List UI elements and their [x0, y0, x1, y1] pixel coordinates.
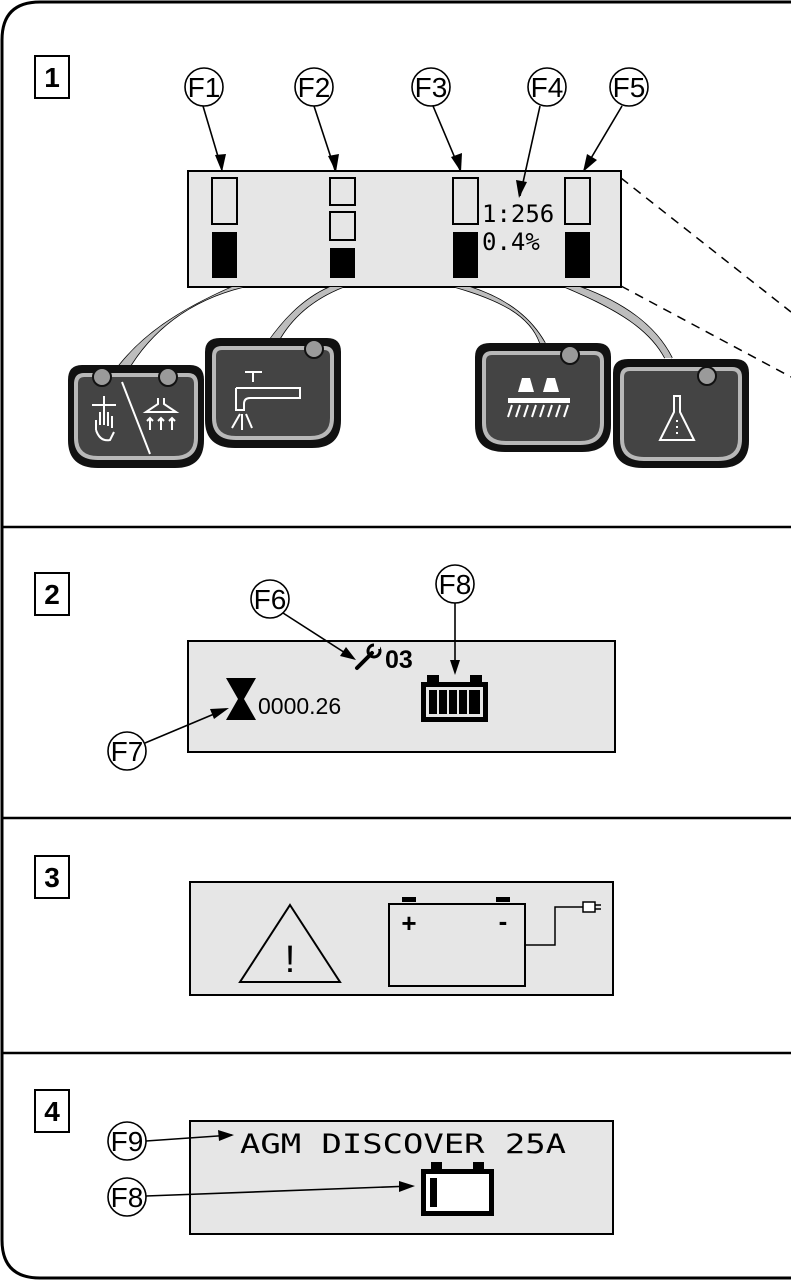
- led-indicator: [158, 367, 178, 387]
- label-f4: F4: [531, 72, 564, 103]
- panel-number-4: 4: [34, 1089, 70, 1133]
- manual-hand-icon: [92, 396, 116, 442]
- svg-text:+: +: [401, 908, 416, 938]
- callout-labels-panel4: F9 F8: [111, 1126, 144, 1213]
- manual-brush-vacuum-button[interactable]: [68, 365, 204, 468]
- wrench-icon: [355, 643, 382, 670]
- svg-text:!: !: [285, 939, 296, 981]
- callout-f8-battery: [107, 1177, 415, 1217]
- callout-f3: [411, 67, 462, 172]
- dilution-ratio: 1:256: [482, 200, 554, 228]
- led-indicator: [560, 345, 580, 365]
- callout-f9: [107, 1121, 234, 1161]
- lcd-display-info: 03 0000.26: [187, 640, 616, 753]
- battery-full-icon: [421, 675, 488, 722]
- lcd-display-battery-type: AGM DISCOVER 25A: [189, 1120, 614, 1235]
- battery-type-text: AGM DISCOVER 25A: [240, 1129, 566, 1160]
- led-indicator: [92, 367, 112, 387]
- label-f6: F6: [254, 584, 287, 615]
- brush-pressure-button[interactable]: [475, 343, 611, 452]
- label-f5: F5: [613, 72, 646, 103]
- callout-f7: [107, 708, 229, 771]
- svg-text:2: 2: [44, 579, 60, 610]
- level-bar-f5-empty: [564, 177, 591, 225]
- label-f8: F8: [439, 569, 472, 600]
- level-bar-f1-empty: [211, 177, 238, 225]
- svg-text:4: 4: [44, 1096, 60, 1127]
- label-f9: F9: [111, 1126, 144, 1157]
- battery-charger-icon: + -: [388, 897, 601, 987]
- callouts-panel2: [107, 564, 475, 771]
- battery-low-icon: [421, 1162, 494, 1216]
- svg-text:3: 3: [44, 862, 60, 893]
- brush-pressure-icon: [507, 378, 570, 418]
- level-bar-f1-fill: [212, 232, 237, 278]
- warning-triangle-icon: !: [238, 903, 342, 983]
- led-indicator: [304, 339, 324, 359]
- svg-text:-: -: [499, 906, 508, 936]
- detergent-button[interactable]: [613, 359, 749, 468]
- callouts-panel4: [107, 1121, 415, 1217]
- callout-f2: [294, 67, 339, 172]
- service-code: 03: [385, 646, 413, 674]
- callout-labels-panel2: F6 F8 F7: [111, 569, 472, 767]
- level-bar-f2-seg1: [329, 177, 356, 206]
- callout-f5: [583, 67, 649, 172]
- level-bar-f2-seg2: [329, 211, 356, 241]
- hourglass-icon: [226, 678, 256, 720]
- projection-lines: [620, 177, 791, 378]
- label-f7: F7: [111, 736, 144, 767]
- dilution-percent: 0.4%: [482, 228, 540, 256]
- led-indicator: [697, 366, 717, 386]
- hour-counter: 0000.26: [258, 693, 341, 719]
- vacuum-icon: [142, 398, 180, 430]
- water-tap-button[interactable]: [205, 338, 341, 448]
- lcd-display-main: 1:256 0.4%: [187, 170, 622, 288]
- water-tap-icon: [231, 371, 301, 430]
- callout-f4: [516, 67, 567, 198]
- callout-f1: [184, 67, 226, 172]
- level-bar-f2-fill: [330, 248, 355, 278]
- label-f3: F3: [415, 72, 448, 103]
- level-bar-f5-fill: [565, 232, 590, 278]
- callout-f6: [250, 579, 356, 660]
- detergent-flask-icon: [658, 395, 696, 441]
- panel-number-1: 1: [34, 55, 70, 99]
- lcd-display-charge-warning: ! + -: [189, 881, 614, 996]
- svg-text:1: 1: [44, 62, 60, 93]
- label-f8-battery: F8: [111, 1182, 144, 1213]
- callout-f8: [435, 564, 475, 675]
- callout-labels-panel1: F1 F2 F3 F4 F5: [188, 72, 646, 103]
- panel-number-2: 2: [34, 572, 70, 616]
- callouts-panel1: [184, 67, 649, 198]
- level-bar-f3-empty: [452, 177, 479, 225]
- panel-number-3: 3: [34, 855, 70, 899]
- level-bar-f3-fill: [453, 232, 478, 278]
- label-f2: F2: [298, 72, 331, 103]
- label-f1: F1: [188, 72, 221, 103]
